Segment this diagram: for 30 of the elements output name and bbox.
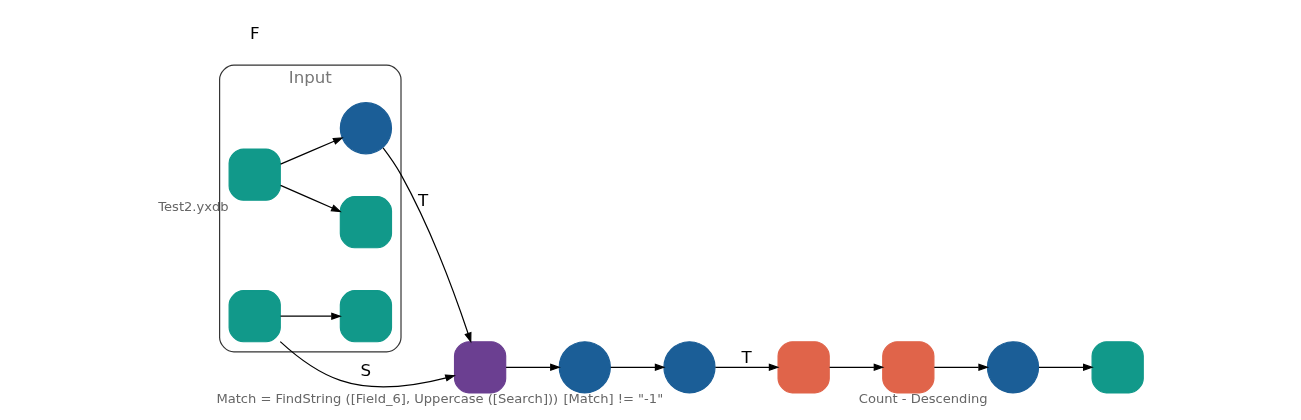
arrow bbox=[610, 363, 666, 372]
node-circle bbox=[986, 341, 1040, 394]
node-circle bbox=[339, 102, 393, 155]
node-box bbox=[1091, 341, 1144, 394]
arrow bbox=[829, 363, 885, 372]
arrow bbox=[280, 312, 342, 320]
node-box bbox=[228, 148, 281, 201]
label: F bbox=[249, 23, 260, 43]
node-box bbox=[228, 290, 281, 343]
node-label: [Match] != "-1" bbox=[563, 391, 664, 407]
node-box bbox=[882, 341, 935, 394]
node-circle bbox=[663, 341, 716, 394]
arrow bbox=[505, 363, 561, 372]
edge-label: T bbox=[741, 347, 752, 367]
arrow bbox=[1038, 363, 1094, 372]
arrow bbox=[279, 341, 456, 388]
edge-label: T bbox=[417, 190, 429, 210]
arrow bbox=[280, 137, 344, 165]
arrow bbox=[280, 184, 342, 213]
node-box bbox=[453, 341, 507, 394]
arrow bbox=[382, 147, 472, 344]
edge-label: S bbox=[360, 360, 372, 380]
node-label: Match = FindString ([Field_6], Uppercase ([Search])) bbox=[216, 391, 559, 407]
node-box bbox=[339, 290, 393, 343]
node-box bbox=[339, 196, 393, 249]
node-circle bbox=[558, 341, 611, 394]
arrow bbox=[714, 363, 780, 372]
node-label: Count - Descending bbox=[858, 391, 988, 407]
arrow bbox=[933, 363, 990, 372]
node-box bbox=[777, 341, 830, 394]
